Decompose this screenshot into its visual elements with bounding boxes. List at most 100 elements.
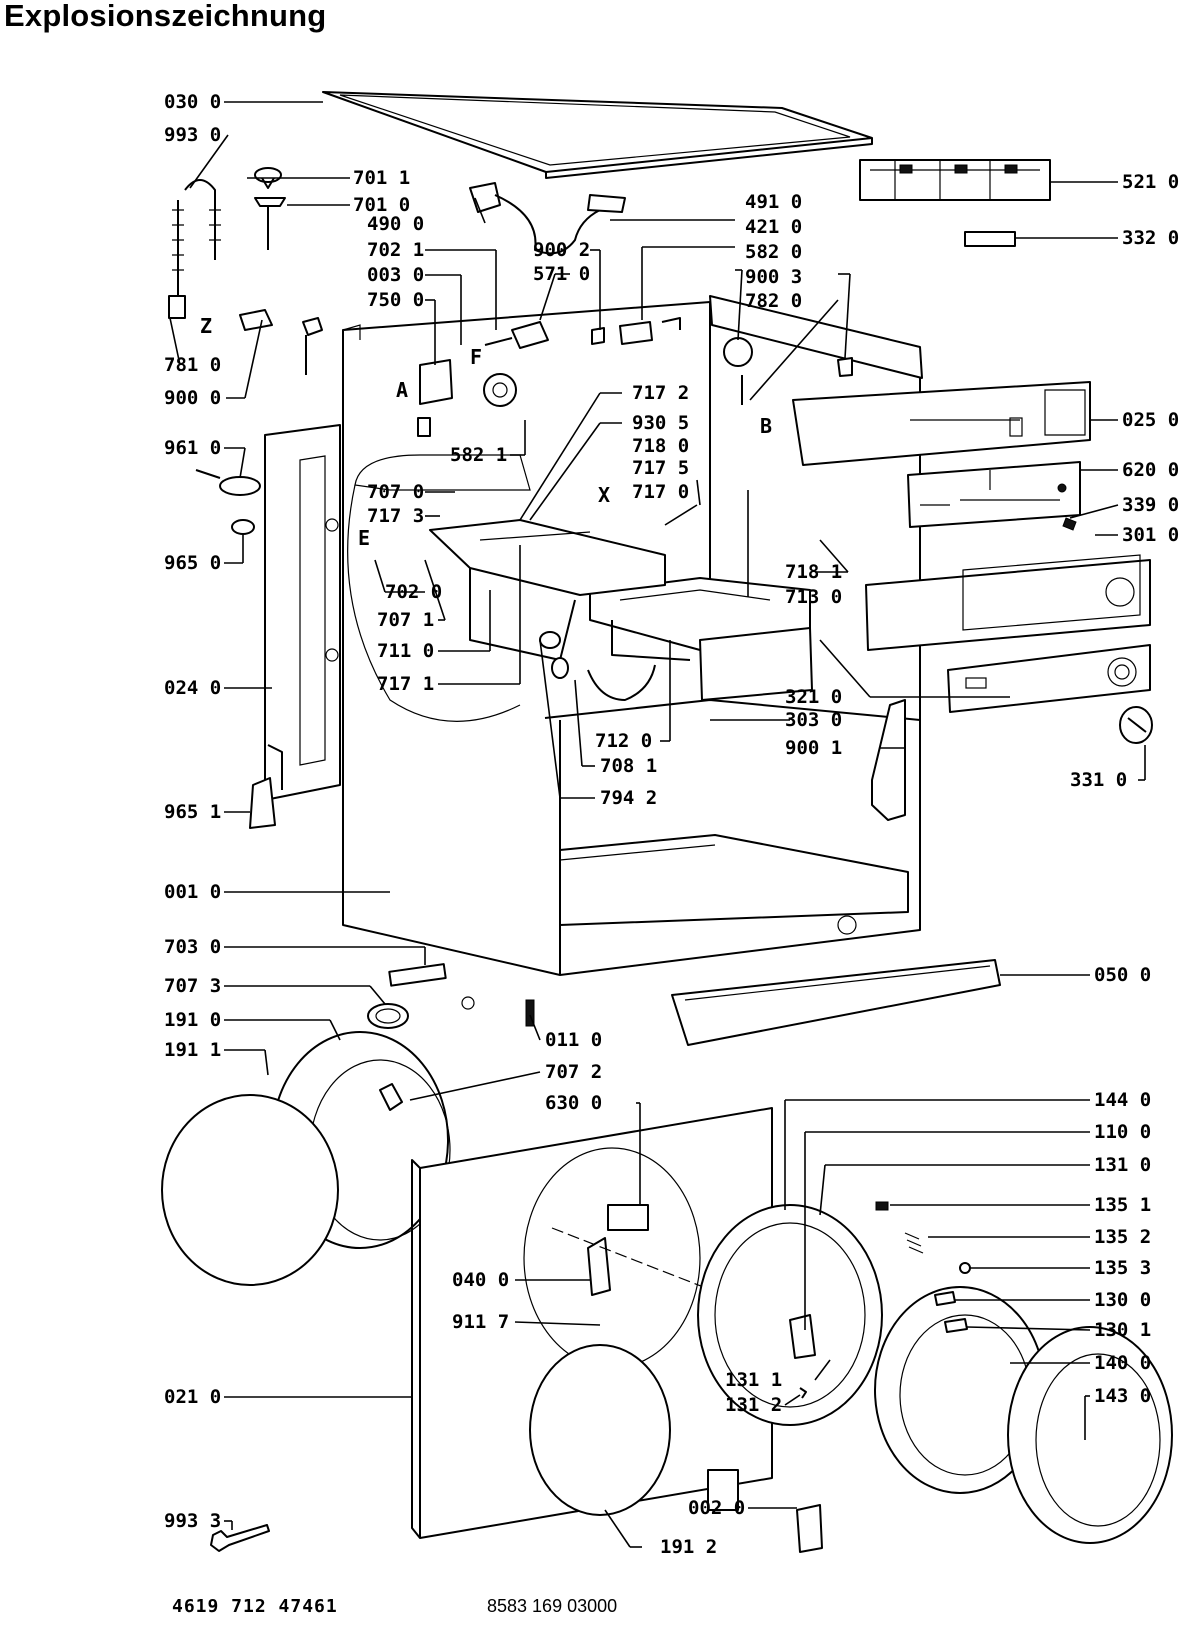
shaft-703 [388,963,475,1010]
label-191-0: 191 0 [164,1009,221,1031]
label-712-0: 712 0 [595,730,652,752]
seal-707 [367,1003,409,1029]
label-331-0: 331 0 [1070,769,1127,791]
footer-code-right: 8583 169 03000 [487,1596,618,1616]
label-130-0: 130 0 [1094,1289,1151,1311]
leaders [169,101,1146,1548]
label-490-0: 490 0 [367,213,424,235]
label-717-5: 717 5 [632,457,689,479]
page-title: Explosionszeichnung [4,0,327,33]
label-630-0: 630 0 [545,1092,602,1114]
detail-letter-e: E [358,526,370,550]
label-717-1: 717 1 [377,673,434,695]
label-707-1: 707 1 [377,609,434,631]
label-708-1: 708 1 [600,755,657,777]
label-024-0: 024 0 [164,677,221,699]
wrench-993-3 [210,1524,270,1552]
label-021-0: 021 0 [164,1386,221,1408]
label-143-0: 143 0 [1094,1385,1151,1407]
door-frame [1007,1326,1173,1544]
fuse-332 [964,231,1016,247]
label-025-0: 025 0 [1122,409,1179,431]
label-421-0: 421 0 [745,216,802,238]
label-717-3: 717 3 [367,505,424,527]
label-900-3: 900 3 [745,266,802,288]
label-965-1: 965 1 [164,801,221,823]
front-panel [411,1107,861,1539]
label-707-0: 707 0 [367,481,424,503]
label-900-1: 900 1 [785,737,842,759]
label-011-0: 011 0 [545,1029,602,1051]
electronic-module-521 [859,159,1051,201]
detergent-drawer [589,577,813,701]
detail-boundary [347,484,521,722]
label-521-0: 521 0 [1122,171,1179,193]
label-782-0: 782 0 [745,290,802,312]
detail-letter-a: A [396,378,408,402]
label-707-3a: 707 3 [164,975,221,997]
label-135-3: 135 3 [1094,1257,1151,1279]
label-582-0: 582 0 [745,241,802,263]
label-900-2: 900 2 [533,239,590,261]
detail-letter-z: Z [200,314,212,338]
door-hardware [796,1201,971,1553]
label-002-0: 002 0 [688,1497,745,1519]
label-911-7: 911 7 [452,1311,509,1333]
label-702-1: 702 1 [367,239,424,261]
label-140-0: 140 0 [1094,1352,1151,1374]
detail-callout [354,454,531,491]
footer-code-left: 4619 712 47461 [172,1596,338,1617]
label-110-0: 110 0 [1094,1121,1151,1143]
label-003-0: 003 0 [367,264,424,286]
label-571-0: 571 0 [533,263,590,285]
top-rail [709,295,923,379]
label-321-0: 321 0 [785,686,842,708]
label-718-0: 718 0 [632,435,689,457]
small-upper-parts [254,167,323,375]
label-961-0: 961 0 [164,437,221,459]
label-130-1: 130 1 [1094,1319,1151,1341]
label-050-0: 050 0 [1094,964,1151,986]
detail-letter-f: F [470,345,482,369]
label-040-0: 040 0 [452,1269,509,1291]
label-711-0: 711 0 [377,640,434,662]
knob-331 [1119,706,1153,744]
label-794-2: 794 2 [600,787,657,809]
cabinet [342,301,921,976]
label-713-0: 713 0 [785,586,842,608]
label-701-1: 701 1 [353,167,410,189]
bracket-965-1 [249,777,276,829]
bracket-900-1 [871,699,906,821]
fastener-339 [1062,517,1077,531]
label-491-0: 491 0 [745,191,802,213]
label-717-0: 717 0 [632,481,689,503]
pressure-switch [723,337,853,405]
top-lid [322,91,873,179]
label-131-2: 131 2 [725,1394,782,1416]
label-701-0: 701 0 [353,194,410,216]
label-030-0: 030 0 [164,91,221,113]
label-332-0: 332 0 [1122,227,1179,249]
label-993-0: 993 0 [164,124,221,146]
water-valve-group [417,317,681,437]
pcb-620 [907,461,1081,528]
label-930-5: 930 5 [632,412,689,434]
plug-961 [195,469,261,535]
label-339-0: 339 0 [1122,494,1179,516]
hose-708 [587,664,656,701]
detail-letter-x: X [598,483,610,507]
label-191-2: 191 2 [660,1536,717,1558]
label-301-0: 301 0 [1122,524,1179,546]
label-900-0: 900 0 [164,387,221,409]
label-993-3: 993 3 [164,1510,221,1532]
label-781-0: 781 0 [164,354,221,376]
detail-letter-b: B [760,414,772,438]
label-750-0: 750 0 [367,289,424,311]
label-001-0: 001 0 [164,881,221,903]
tub-front-191 [161,1031,451,1286]
label-131-0: 131 0 [1094,1154,1151,1176]
label-582-1: 582 1 [450,444,507,466]
fascia-321 [947,644,1151,713]
side-panel [264,424,341,801]
